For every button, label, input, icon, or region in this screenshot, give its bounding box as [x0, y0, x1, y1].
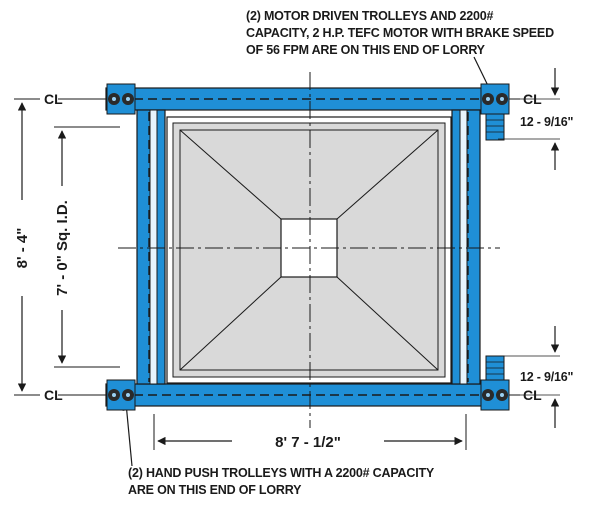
hopper-slope-line [179, 129, 282, 220]
lorry-frame [105, 87, 505, 407]
offset-bottom-label: 12 - 9/16" [520, 370, 574, 384]
trolley-top-right [480, 83, 510, 141]
top-note-line-3: OF 56 FPM ARE ON THIS END OF LORRY [246, 43, 486, 57]
cl-label-top-left: CL [44, 91, 63, 107]
drive-motor [485, 113, 505, 141]
trolley-bottom-left [106, 379, 136, 411]
right-inner-strip [459, 109, 468, 385]
cl-label-bottom-left: CL [44, 387, 63, 403]
bottom-note-leader [122, 402, 133, 467]
bottom-note: (2) HAND PUSH TROLLEYS WITH A 2200# CAPA… [128, 466, 435, 497]
width-label: 8' 7 - 1/2" [275, 434, 341, 451]
bottom-note-line-1: (2) HAND PUSH TROLLEYS WITH A 2200# CAPA… [128, 466, 435, 480]
overall-height-label: 8' - 4" [14, 228, 31, 269]
offset-top-label: 12 - 9/16" [520, 115, 574, 129]
top-note-line-2: CAPACITY, 2 H.P. TEFC MOTOR WITH BRAKE S… [246, 26, 554, 40]
trolley-top-left [106, 83, 136, 115]
hopper [166, 116, 452, 384]
trolley-bottom-right [480, 355, 510, 411]
bottom-note-line-2: ARE ON THIS END OF LORRY [128, 483, 302, 497]
hopper-slope-line [336, 276, 439, 371]
inner-dimension-label: 7' - 0" Sq. I.D. [54, 200, 71, 296]
top-note: (2) MOTOR DRIVEN TROLLEYS AND 2200# CAPA… [246, 9, 554, 57]
hopper-slope-line [336, 129, 439, 220]
top-note-line-1: (2) MOTOR DRIVEN TROLLEYS AND 2200# [246, 9, 493, 23]
left-inner-strip [149, 109, 158, 385]
hopper-inner-rim [179, 129, 439, 371]
hopper-slope-line [179, 276, 282, 371]
